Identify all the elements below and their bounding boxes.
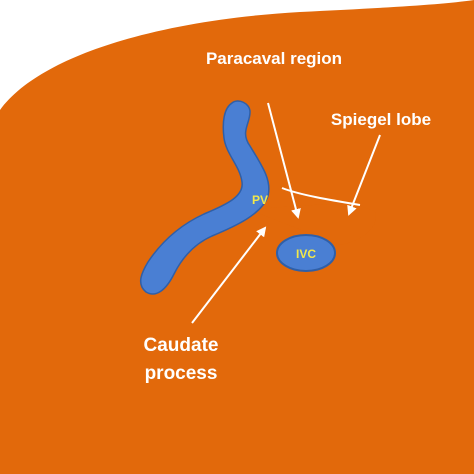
spiegel-arrow [347, 134, 381, 216]
caudate-arrow [191, 226, 267, 324]
label-ivc: IVC [296, 247, 316, 261]
paracaval-arrow [267, 102, 301, 219]
caudate-region [250, 204, 376, 245]
label-spiegel-lobe: Spiegel lobe [331, 110, 431, 129]
label-caudate-line2: process [145, 363, 218, 384]
label-paracaval-region: Paracaval region [206, 49, 342, 68]
label-pv: PV [252, 193, 268, 207]
portal-vein [139, 100, 270, 295]
boundary-line [281, 187, 361, 206]
label-caudate-line1: Caudate [144, 335, 219, 356]
inferior-vena-cava [276, 234, 336, 272]
